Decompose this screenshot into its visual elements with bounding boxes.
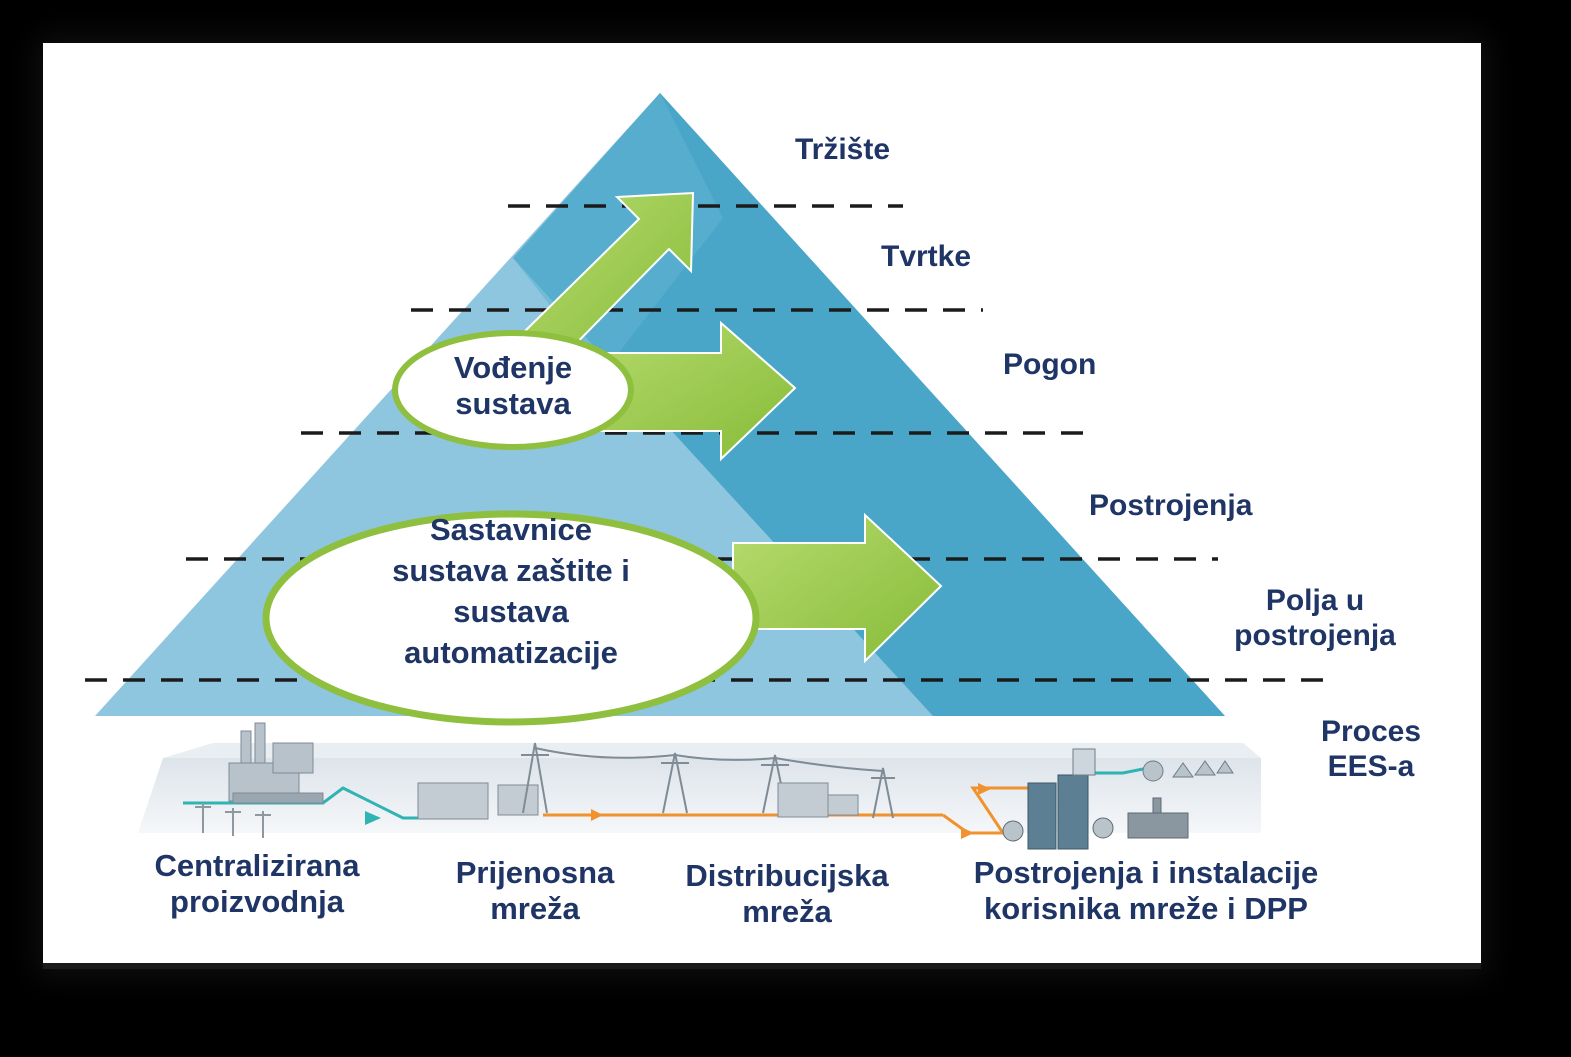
flow-arrows-icon [961, 783, 991, 839]
distribution-substation-icon [777, 782, 859, 818]
bottom-label-user-installations: Postrojenja i instalacije korisnika mrež… [973, 855, 1319, 926]
level-label-process: Proces EES-a [1320, 715, 1422, 783]
orange-arrow-mid-1 [591, 809, 603, 821]
office-buildings-icon [1027, 774, 1089, 850]
level-label-substations: Postrojenja [1089, 489, 1253, 522]
bottom-label-transmission-grid: Prijenosna mreža [455, 855, 615, 926]
level-label-market: Tržište [795, 133, 891, 166]
teal-line-right [1083, 767, 1144, 775]
meter-icon [1072, 748, 1096, 776]
ellipse-upper [392, 330, 634, 450]
transmission-towers-icon [521, 742, 895, 819]
ellipse-label-protection-automation: Sastavnice sustava zaštite i sustava aut… [392, 512, 630, 670]
level-label-bays: Polja u postrojenja [1234, 584, 1396, 652]
ellipse-label-system-control: Vođenje sustava [453, 350, 573, 421]
bottom-label-distribution-grid: Distribucijska mreža [685, 858, 889, 929]
homes-icon [1142, 760, 1234, 782]
substation-icon [417, 782, 539, 820]
level-label-operation: Pogon [1003, 348, 1097, 381]
teal-arrow-left [365, 811, 381, 825]
power-plant-icon [228, 722, 324, 804]
level-label-companies: Tvrtke [881, 240, 972, 273]
diagram-frame: Tržište Tvrtke Pogon Postrojenja Polja u… [43, 43, 1481, 969]
infrastructure-floor-back [163, 743, 1261, 758]
factory-icon [1002, 797, 1189, 842]
pyramid-diagram [85, 93, 1338, 850]
wind-turbines-icon [195, 803, 271, 838]
ellipse-lower [262, 510, 760, 726]
bottom-label-central-generation: Centralizirana proizvodnja [154, 848, 360, 919]
